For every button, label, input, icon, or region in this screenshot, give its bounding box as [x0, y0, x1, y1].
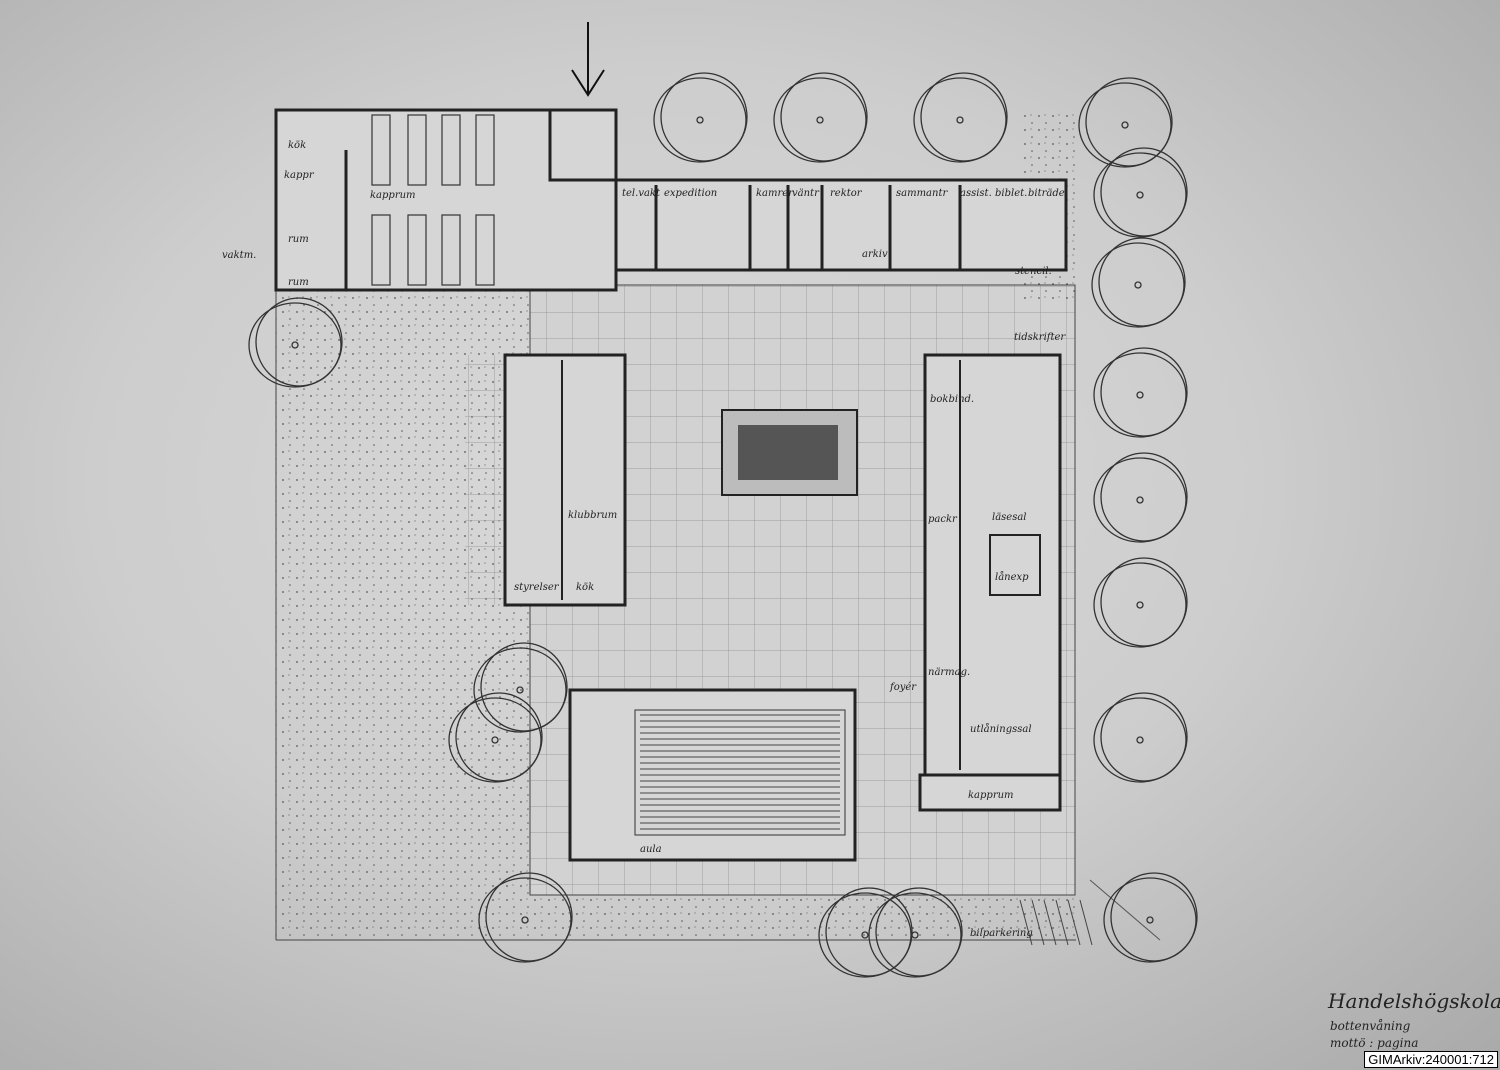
tree-icon	[448, 692, 543, 783]
tree-icon	[653, 72, 748, 163]
parking-stall-line	[1019, 899, 1033, 946]
west-wing	[503, 353, 627, 607]
room-label: rum	[288, 234, 309, 245]
room-label: tidskrifter	[1014, 332, 1066, 343]
room-label: biblet.	[995, 188, 1027, 199]
room-label: rektor	[830, 188, 863, 199]
drawing-motto: mottö : pagina	[1330, 1036, 1418, 1050]
tree-icon	[1093, 147, 1188, 238]
entrance-arrow-icon	[571, 22, 605, 97]
room-label: sammantr	[896, 188, 948, 199]
room-label: lånexp	[995, 571, 1029, 583]
drawing-title: Handelshögskola	[1327, 989, 1500, 1013]
room-label: arkiv	[862, 249, 888, 260]
parking-stall-line	[1079, 899, 1093, 946]
north-wing	[274, 108, 1068, 292]
tree-icon	[473, 642, 568, 733]
tree-icon	[868, 887, 963, 978]
room-label: utlåningssal	[970, 723, 1032, 735]
tree-icon	[1093, 452, 1188, 543]
tree-icon	[1103, 872, 1198, 963]
parking-stall-line	[1055, 899, 1069, 946]
room-label: rum	[288, 277, 309, 288]
room-label: kappr	[284, 170, 315, 181]
room-label: närmag.	[928, 667, 970, 678]
drawing-subtitle: bottenvåning	[1330, 1018, 1411, 1033]
room-label: kamrer	[756, 188, 794, 199]
room-label: kapprum	[968, 790, 1014, 801]
tree-icon	[818, 887, 913, 978]
room-label: packr	[928, 514, 958, 525]
parking-stall-line	[1067, 899, 1081, 946]
tree-icon	[773, 72, 868, 163]
tree-icon	[1078, 77, 1173, 168]
room-label: assist.	[960, 188, 992, 199]
tree-icon	[478, 872, 573, 963]
room-label: expedition	[664, 188, 717, 199]
parking-stall-line	[1031, 899, 1045, 946]
tree-icon	[913, 72, 1008, 163]
room-label: kök	[288, 140, 306, 151]
room-label: kapprum	[370, 190, 416, 201]
room-label: bilparkering	[970, 928, 1033, 939]
room-label: vaktm.	[222, 250, 256, 261]
classroom-desks	[371, 114, 495, 286]
tree-icon	[248, 297, 343, 388]
aula-hall	[568, 688, 857, 862]
tree-icon	[1093, 692, 1188, 783]
room-label: klubbrum	[568, 510, 617, 521]
tree-icon	[1093, 347, 1188, 438]
room-label: aula	[640, 844, 662, 855]
room-label: styrelser	[514, 582, 560, 593]
room-label: biträde	[1028, 188, 1065, 199]
tree-icon	[1093, 557, 1188, 648]
room-label: kök	[576, 582, 594, 593]
room-label: väntr	[792, 188, 820, 199]
tree-icon	[1091, 237, 1186, 328]
room-label: läsesal	[992, 512, 1027, 523]
room-label: bokbind.	[930, 394, 974, 405]
room-label: tel.vakt	[622, 188, 661, 199]
archive-id-label: GIMArkiv:240001:712	[1364, 1051, 1498, 1068]
room-label: foyér	[889, 682, 917, 693]
parking-stall-line	[1043, 899, 1057, 946]
east-wing	[918, 353, 1062, 812]
room-label: stencil.	[1015, 266, 1052, 277]
